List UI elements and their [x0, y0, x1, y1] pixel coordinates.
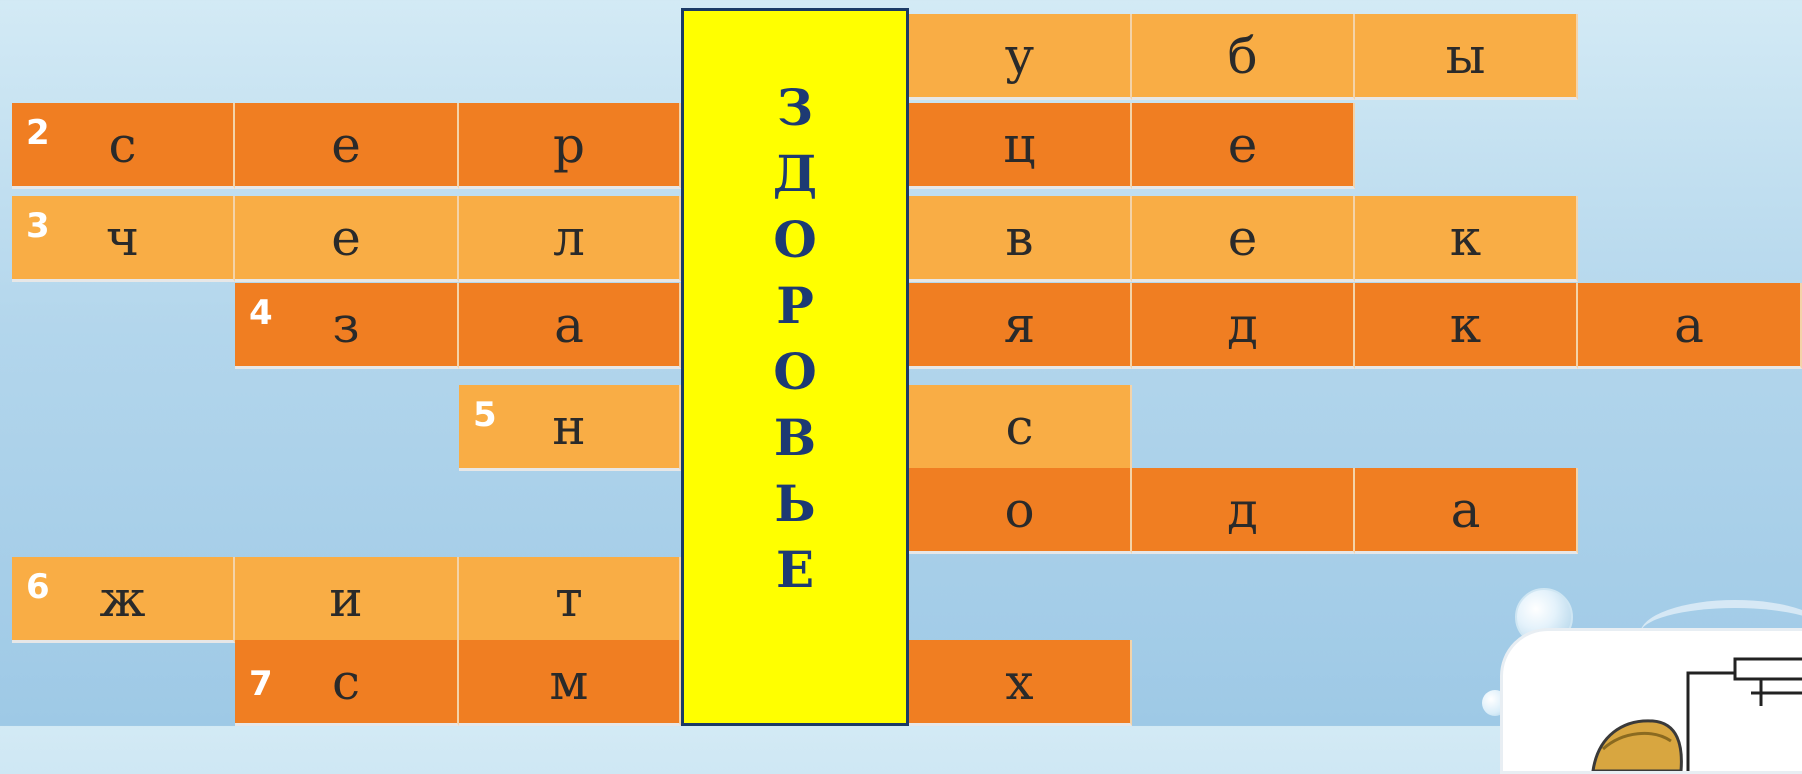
- row-number: 2: [26, 113, 50, 153]
- crossword-cell: с: [909, 385, 1132, 471]
- crossword-cell: е: [235, 196, 459, 282]
- crossword-cell: и: [235, 557, 459, 643]
- crossword-cell: 4 з: [235, 283, 459, 369]
- crossword-cell: е: [235, 103, 459, 189]
- keyword-letter: В: [774, 405, 816, 471]
- crossword-cell: 3 ч: [12, 196, 235, 282]
- crossword-cell: а: [1355, 468, 1578, 554]
- crossword-cell: ы: [1355, 14, 1578, 100]
- keyword-letter: З: [777, 75, 813, 141]
- row-number: 7: [249, 664, 273, 704]
- crossword-cell: о: [909, 468, 1132, 554]
- cartoon-illustration: [1500, 628, 1802, 774]
- keyword-letter: Е: [776, 537, 814, 603]
- crossword-cell: д: [1132, 468, 1355, 554]
- crossword-cell: у: [909, 14, 1132, 100]
- crossword-cell: я: [909, 283, 1132, 369]
- crossword-cell: а: [459, 283, 681, 369]
- crossword-cell: ц: [909, 103, 1132, 189]
- crossword-cell: е: [1132, 103, 1355, 189]
- crossword-cell: е: [1132, 196, 1355, 282]
- crossword-cell: к: [1355, 283, 1578, 369]
- keyword-letter: Ь: [774, 471, 815, 537]
- crossword-cell: х: [909, 640, 1132, 726]
- keyword-letter: О: [773, 339, 817, 405]
- row-number: 5: [473, 395, 497, 435]
- row-number: 4: [249, 293, 273, 333]
- keyword-letter: Р: [776, 273, 814, 339]
- crossword-cell: б: [1132, 14, 1355, 100]
- crossword-cell: к: [1355, 196, 1578, 282]
- crossword-cell: 2 с: [12, 103, 235, 189]
- row-number: 6: [26, 567, 50, 607]
- keyword-letter: Д: [773, 141, 817, 207]
- cartoon-drawing: [1503, 631, 1802, 771]
- keyword-column: З Д О Р О В Ь Е: [681, 8, 909, 726]
- crossword-cell: а: [1578, 283, 1802, 369]
- crossword-cell: в: [909, 196, 1132, 282]
- row-number: 3: [26, 206, 50, 246]
- crossword-cell: 5 н: [459, 385, 681, 471]
- crossword-cell: д: [1132, 283, 1355, 369]
- crossword-cell: т: [459, 557, 681, 643]
- keyword-letter: О: [773, 207, 817, 273]
- crossword-cell: л: [459, 196, 681, 282]
- crossword-cell: 7 с: [235, 640, 459, 726]
- crossword-cell: р: [459, 103, 681, 189]
- crossword-cell: м: [459, 640, 681, 726]
- crossword-cell: 6 ж: [12, 557, 235, 643]
